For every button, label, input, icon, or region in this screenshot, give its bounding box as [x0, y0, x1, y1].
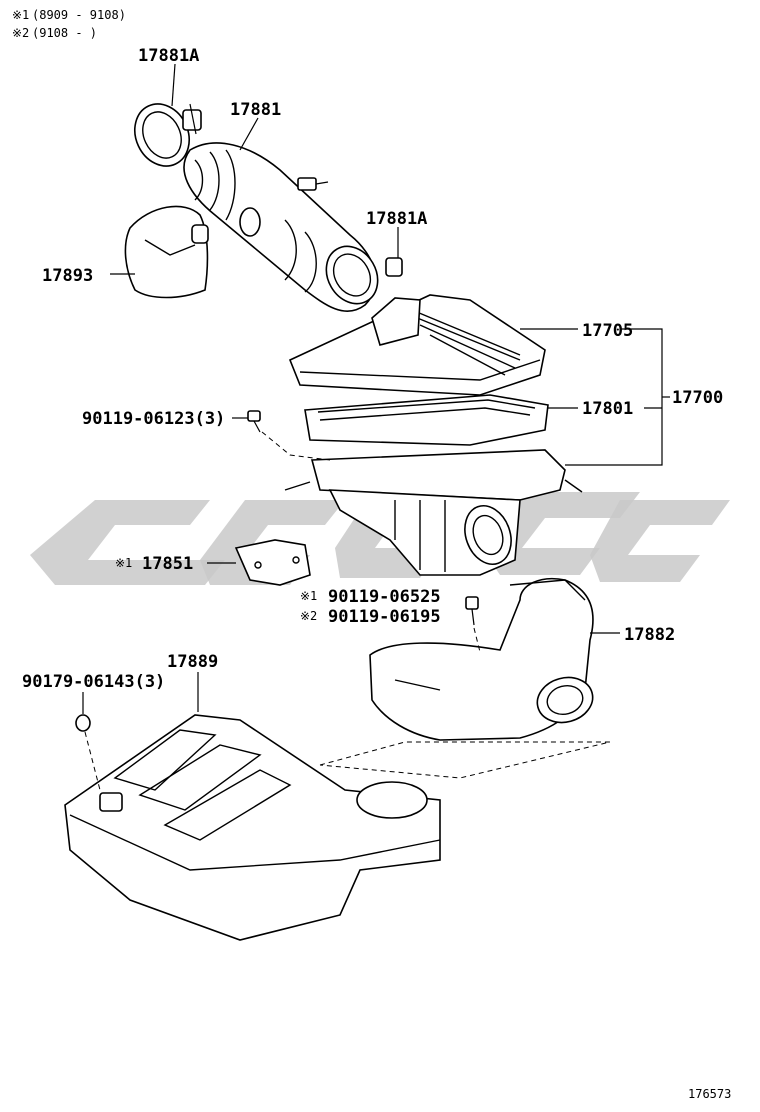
- label-hose: 17881: [230, 100, 281, 120]
- label-intake: 17882: [624, 625, 675, 645]
- label-clamp-lower: 17881A: [366, 209, 427, 229]
- note-2-mark: ※2: [12, 26, 29, 40]
- intake-silencer[interactable]: [64, 714, 441, 941]
- label-cap: 17705: [582, 321, 633, 341]
- hose-clamp-top[interactable]: [125, 95, 202, 175]
- resonator[interactable]: [124, 205, 209, 299]
- label-bracket: 17851: [142, 554, 193, 574]
- dash-nut-to-silencer: [84, 731, 101, 791]
- air-cleaner-case[interactable]: [284, 449, 583, 576]
- dash-bolt-to-case: [261, 431, 331, 461]
- label-assy: 17700: [672, 388, 723, 408]
- bolt-90119-06525[interactable]: [465, 596, 479, 626]
- label-bolt-b-mark: ※2: [300, 609, 317, 623]
- hose-clamp-lower[interactable]: [316, 237, 403, 313]
- air-cleaner-cap[interactable]: [288, 294, 546, 396]
- label-bolt-3: 90119-06123(3): [82, 409, 225, 429]
- label-bolt-b: 90119-06195: [328, 607, 441, 627]
- label-nut: 90179-06143(3): [22, 672, 165, 692]
- nut-90179-06143[interactable]: [75, 714, 91, 732]
- label-element: 17801: [582, 399, 633, 419]
- label-bolt-a-mark: ※1: [300, 589, 317, 603]
- assy-bracket-line: [565, 328, 663, 466]
- dash-duct-to-silencer: [319, 741, 611, 779]
- leader-hose: [239, 117, 259, 151]
- label-resonator: 17893: [42, 266, 93, 286]
- label-bracket-mark: ※1: [115, 556, 132, 570]
- leader-clamp-top: [171, 63, 176, 107]
- figure-id: 176573: [688, 1087, 731, 1101]
- air-intake-duct[interactable]: [369, 578, 598, 741]
- note-1-mark: ※1: [12, 8, 29, 22]
- label-clamp-top: 17881A: [138, 46, 199, 66]
- note-1-text: (8909 - 9108): [32, 8, 126, 22]
- air-filter-element[interactable]: [304, 394, 549, 446]
- note-2-text: (9108 - ): [32, 26, 97, 40]
- bolt-90119-06123[interactable]: [247, 410, 261, 433]
- dash-bolt-to-duct: [473, 627, 481, 653]
- label-silencer: 17889: [167, 652, 218, 672]
- bracket[interactable]: [234, 539, 311, 586]
- label-bolt-a: 90119-06525: [328, 587, 441, 607]
